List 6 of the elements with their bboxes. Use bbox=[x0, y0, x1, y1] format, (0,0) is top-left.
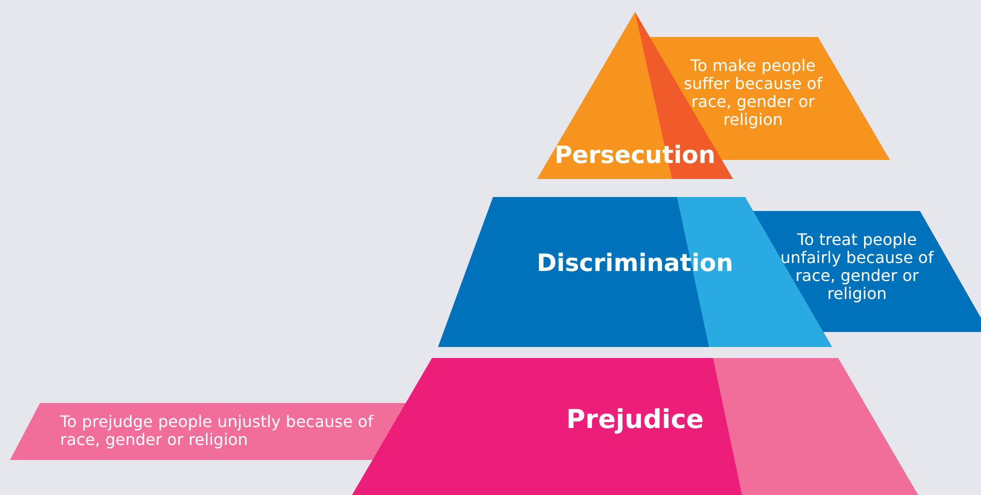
definition-text: To prejudge people unjustly because of race, gender or religion bbox=[60, 413, 374, 449]
tier-title: Discrimination bbox=[536, 250, 734, 277]
tier-title: Prejudice bbox=[565, 406, 705, 436]
definition-text: To make people suffer because of race, gender or religion bbox=[682, 57, 824, 129]
tier-title: Persecution bbox=[554, 142, 716, 169]
definition-text: To treat people unfairly because of race, gender or religion bbox=[779, 231, 935, 303]
